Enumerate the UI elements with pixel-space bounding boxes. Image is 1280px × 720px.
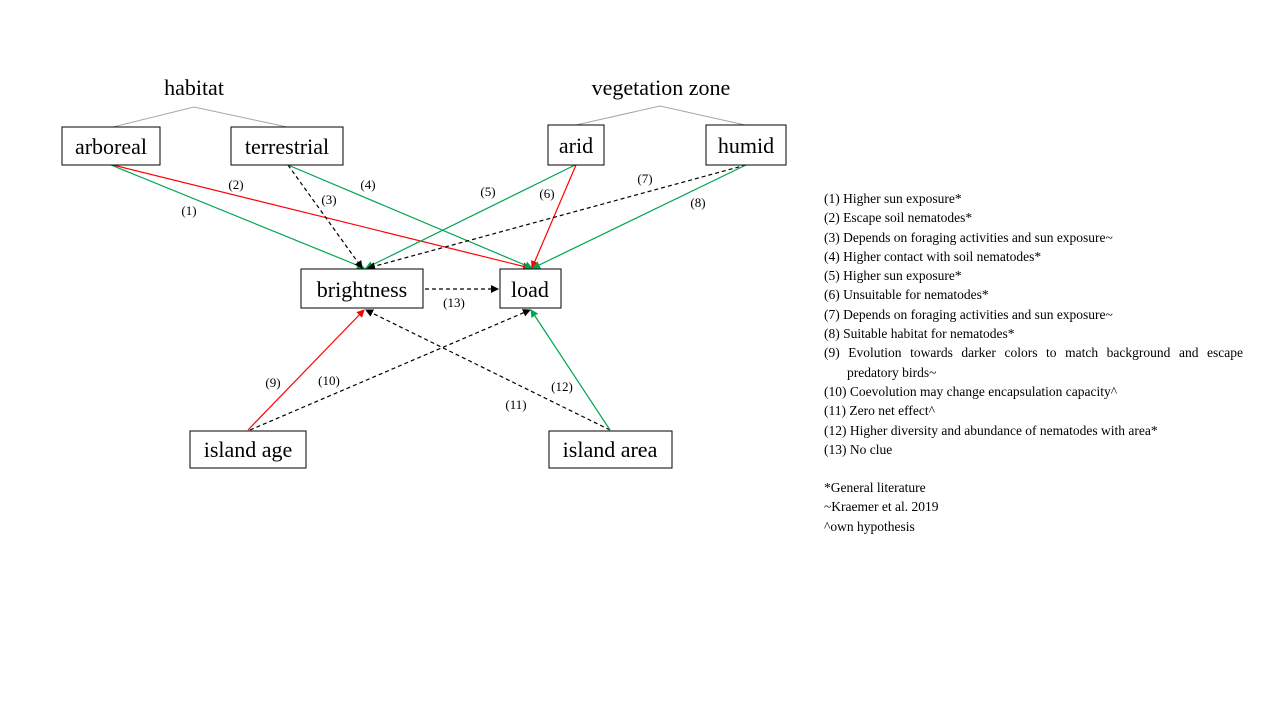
edge-label-1: (1) — [181, 203, 196, 218]
legend: (1) Higher sun exposure* (2) Escape soil… — [824, 189, 1243, 536]
node-terrestrial: terrestrial — [230, 126, 344, 166]
legend-item-10: (10) Coevolution may change encapsulatio… — [824, 383, 1118, 399]
edge-label-3: (3) — [321, 192, 336, 207]
edge-7 — [367, 164, 747, 271]
legend-item-5: (5) Higher sun exposure* — [824, 268, 962, 284]
edge-label-7: (7) — [637, 171, 652, 186]
edge-4 — [287, 164, 533, 269]
legend-item-1: (1) Higher sun exposure* — [824, 191, 962, 206]
node-label-humid: humid — [718, 133, 774, 158]
node-brightness: brightness — [300, 268, 424, 309]
edge-label-10: (10) — [318, 373, 340, 388]
node-label-island-age: island age — [204, 437, 293, 462]
legend-item-4: (4) Higher contact with soil nematodes* — [824, 248, 1042, 264]
edge-11 — [365, 309, 611, 431]
edge-label-6: (6) — [539, 186, 554, 201]
node-label-brightness: brightness — [317, 277, 407, 302]
legend-item-12: (12) Higher diversity and abundance of n… — [824, 422, 1158, 438]
edge-label-2: (2) — [228, 177, 243, 192]
node-label-arboreal: arboreal — [75, 134, 147, 159]
legend-source-own: ^own hypothesis — [824, 518, 915, 534]
edge-labels: (1) (2) (3) (4) (5) (6) (7) (8) (9) (10)… — [181, 171, 705, 412]
node-label-terrestrial: terrestrial — [245, 134, 329, 159]
node-arid: arid — [547, 124, 605, 166]
edge-label-8: (8) — [690, 195, 705, 210]
edge-12 — [530, 309, 611, 431]
edge-label-12: (12) — [551, 379, 573, 394]
node-label-island-area: island area — [563, 437, 658, 462]
legend-item-2: (2) Escape soil nematodes* — [824, 210, 973, 226]
edge-10 — [249, 309, 531, 431]
node-island-area: island area — [548, 430, 673, 469]
edge-5 — [365, 164, 576, 269]
vegetation-zone-connector — [575, 105, 746, 126]
group-label-vegetation-zone: vegetation zone — [592, 75, 731, 100]
edge-3 — [287, 164, 363, 269]
edges — [110, 164, 747, 431]
legend-item-13: (13) No clue — [824, 441, 893, 457]
legend-source-general: *General literature — [824, 480, 926, 496]
edge-label-9: (9) — [265, 375, 280, 390]
legend-item-7: (7) Depends on foraging activities and s… — [824, 306, 1113, 322]
legend-item-9: (9) Evolution towards darker colors to m… — [824, 345, 1243, 380]
edge-label-4: (4) — [360, 177, 375, 192]
edge-2 — [112, 164, 531, 271]
edge-6 — [531, 164, 577, 269]
node-humid: humid — [705, 124, 787, 166]
node-arboreal: arboreal — [61, 126, 161, 166]
legend-item-3: (3) Depends on foraging activities and s… — [824, 229, 1113, 245]
edge-label-5: (5) — [480, 184, 495, 199]
node-island-age: island age — [189, 430, 307, 469]
node-label-arid: arid — [559, 133, 593, 158]
edge-8 — [532, 164, 747, 269]
legend-item-11: (11) Zero net effect^ — [824, 403, 935, 419]
legend-item-8: (8) Suitable habitat for nematodes* — [824, 326, 1015, 342]
habitat-connector — [112, 106, 288, 128]
node-load: load — [499, 268, 562, 309]
edge-label-13: (13) — [443, 295, 465, 310]
edge-9 — [247, 309, 365, 431]
group-label-habitat: habitat — [164, 75, 224, 100]
legend-item-6: (6) Unsuitable for nematodes* — [824, 287, 989, 303]
edge-label-11: (11) — [505, 397, 526, 412]
node-label-load: load — [511, 277, 549, 302]
legend-source-kraemer: ~Kraemer et al. 2019 — [824, 499, 939, 515]
edge-1 — [110, 164, 365, 270]
legend-spacer — [824, 459, 1224, 478]
